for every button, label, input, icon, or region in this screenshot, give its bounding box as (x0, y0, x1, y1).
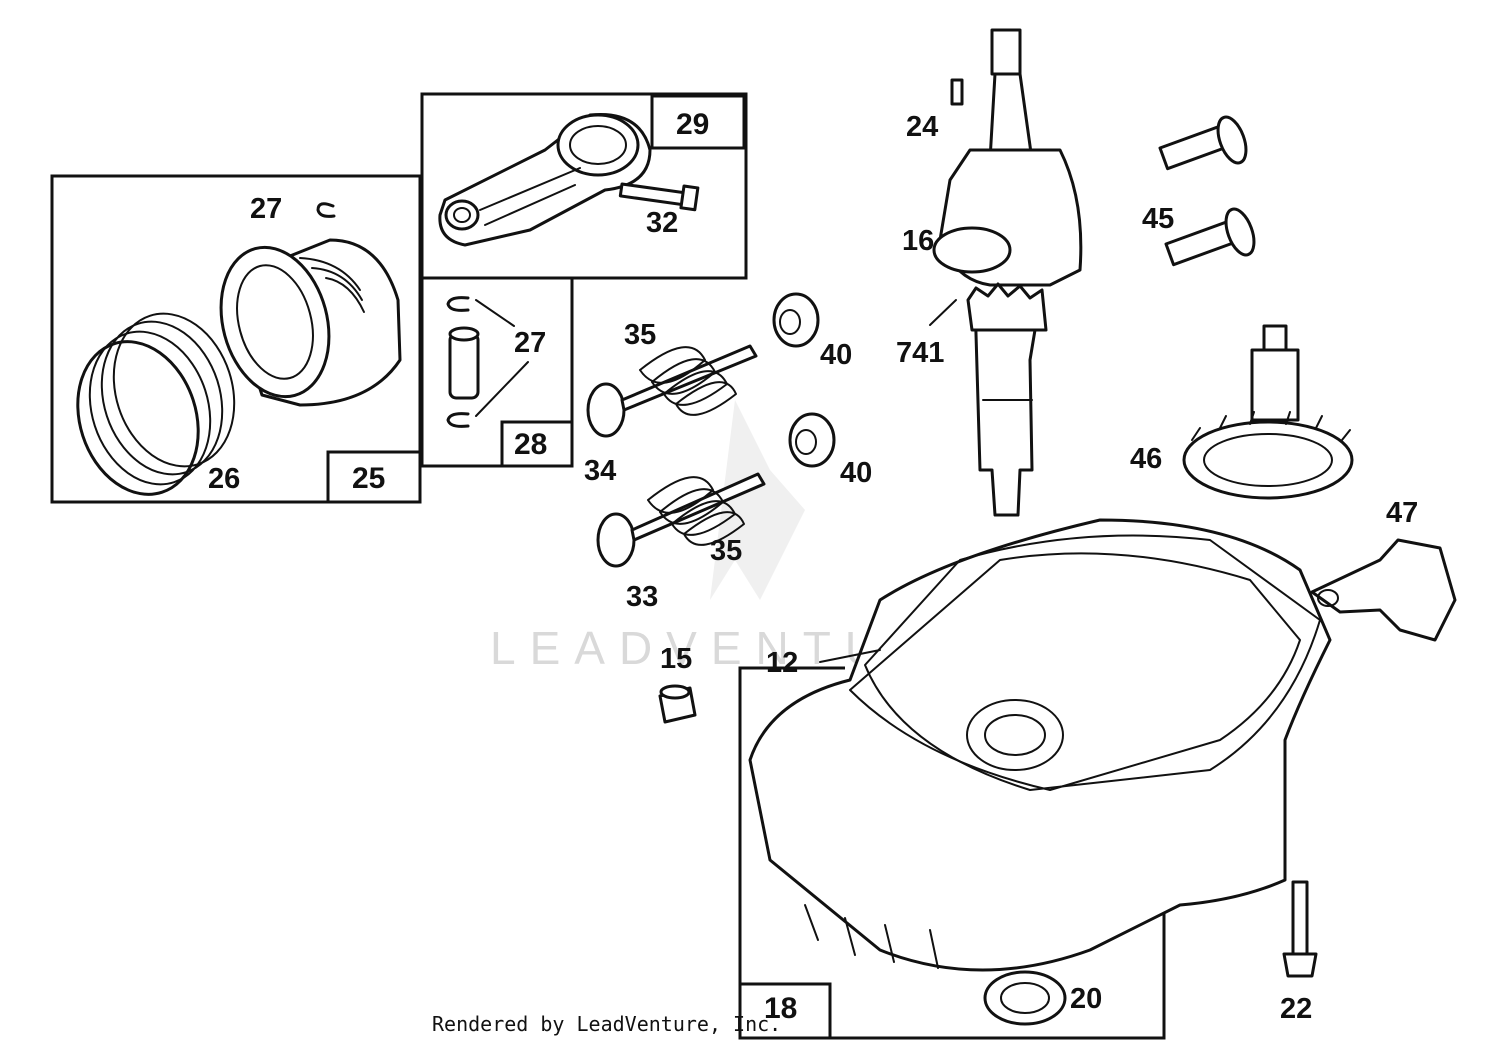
leader-lines (819, 299, 957, 663)
callout-24: 24 (906, 111, 938, 143)
intake-valve-spring-assembly[interactable] (596, 472, 766, 568)
callout-40-upper: 40 (820, 339, 852, 371)
callout-46: 46 (1130, 443, 1162, 475)
exhaust-valve-spring-assembly[interactable] (586, 344, 758, 438)
oil-seal-part[interactable] (983, 970, 1067, 1026)
rod-bolt-part[interactable] (618, 182, 700, 212)
footer-credit: Rendered by LeadVenture, Inc. (432, 1012, 782, 1036)
callout-27-top: 27 (250, 193, 282, 225)
crankcase-kit-box[interactable]: 18 (738, 666, 1166, 1040)
connecting-rod-part[interactable] (438, 112, 652, 247)
timing-gear-part[interactable] (966, 282, 1048, 332)
crankcase-gasket-part[interactable] (864, 534, 1321, 791)
dowel-pin-lower[interactable] (1164, 205, 1259, 267)
piston-pin-part[interactable] (448, 326, 480, 400)
oil-plug-part[interactable] (658, 684, 697, 724)
kit-number-29: 29 (676, 108, 709, 141)
kit-number-25: 25 (352, 462, 385, 495)
valve-retainer-lower-part[interactable] (788, 412, 836, 468)
callout-15: 15 (660, 643, 692, 675)
piston-kit-box[interactable]: 25 (50, 174, 422, 504)
piston-pin-retainer-lower[interactable] (446, 412, 470, 428)
callout-20: 20 (1070, 983, 1102, 1015)
callout-40-lower: 40 (840, 457, 872, 489)
piston-pin-retainer-upper[interactable] (446, 296, 470, 312)
crankshaft-part[interactable] (932, 28, 1083, 517)
kit-number-28: 28 (514, 428, 547, 461)
connecting-rod-kit-box[interactable]: 29 (420, 92, 748, 280)
piston-rings-part[interactable] (59, 298, 254, 510)
callout-35-upper: 35 (624, 319, 656, 351)
callout-45: 45 (1142, 203, 1174, 235)
callout-12: 12 (766, 647, 798, 679)
valve-retainer-upper-part[interactable] (772, 292, 820, 348)
governor-part[interactable] (1310, 538, 1457, 642)
piston-pin-retainer-top[interactable] (316, 202, 336, 218)
callout-26: 26 (208, 463, 240, 495)
cap-screw-part[interactable] (1282, 880, 1318, 978)
callout-labels: 27 27 26 32 24 16 741 45 46 47 35 35 40 … (208, 111, 1418, 1025)
callout-741: 741 (896, 337, 944, 369)
callout-27-pin: 27 (514, 327, 546, 359)
dowel-pin-upper[interactable] (1158, 113, 1251, 171)
camshaft-part[interactable] (1182, 324, 1354, 500)
callout-47: 47 (1386, 497, 1418, 529)
piston-part[interactable] (205, 235, 402, 409)
crankshaft-key-part[interactable] (950, 78, 964, 106)
pin-kit-box[interactable]: 28 (420, 276, 574, 468)
kit-number-18: 18 (764, 992, 797, 1025)
callout-33: 33 (626, 581, 658, 613)
callout-16: 16 (902, 225, 934, 257)
retainer-leader-lines (475, 299, 529, 417)
callout-22: 22 (1280, 993, 1312, 1025)
callout-35-lower: 35 (710, 535, 742, 567)
callout-34: 34 (584, 455, 616, 487)
callout-32: 32 (646, 207, 678, 239)
